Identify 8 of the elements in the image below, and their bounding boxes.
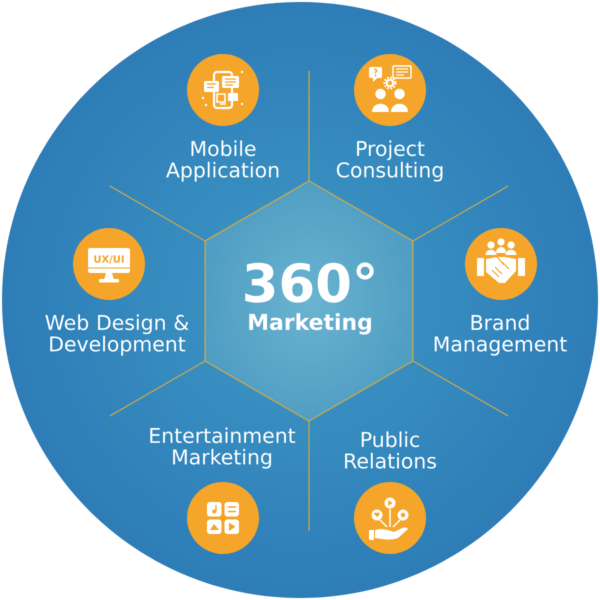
sector-label: Brand Management <box>434 314 567 356</box>
sector-label: Public Relations <box>345 431 436 469</box>
sector-label: Mobile Application <box>166 140 278 182</box>
sector-label: Entertainment Marketing <box>150 427 296 469</box>
sector-label: Web Design & Development <box>45 314 189 356</box>
screen-text: UX/UI <box>94 255 124 264</box>
center-hexagon: 360° Marketing <box>204 180 414 422</box>
sector-label: Project Consulting <box>336 140 442 182</box>
